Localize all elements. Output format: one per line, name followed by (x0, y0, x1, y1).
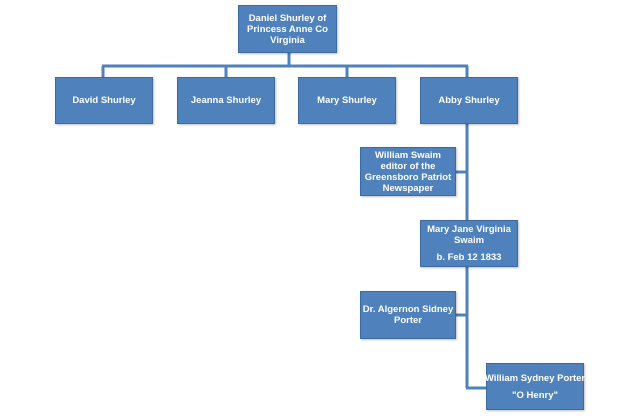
node-jeanna-shurley: Jeanna Shurley (177, 77, 275, 124)
node-text: Daniel Shurley of (248, 12, 327, 24)
node-william-swaim: William Swaim editor of the Greensboro P… (360, 147, 456, 196)
node-text: Abby Shurley (438, 95, 500, 106)
node-text: William Swaim (375, 149, 441, 161)
node-algernon-sidney-porter: Dr. Algernon Sidney Porter (360, 291, 456, 339)
node-william-sydney-porter: William Sydney Porter "O Henry" (484, 363, 586, 410)
node-daniel-shurley: Daniel Shurley of Princess Anne Co Virgi… (238, 5, 337, 53)
node-text: Swaim (453, 235, 485, 246)
node-text: Princess Anne Co (247, 23, 328, 35)
node-text: "O Henry" (512, 389, 558, 401)
node-text: Porter (394, 315, 422, 326)
node-text: Newspaper (382, 182, 434, 194)
node-text: Virginia (270, 34, 305, 46)
node-text: David Shurley (72, 95, 136, 106)
node-abby-shurley: Abby Shurley (420, 77, 518, 124)
node-text: Jeanna Shurley (190, 95, 262, 106)
node-text: Dr. Algernon Sidney (362, 304, 454, 315)
node-david-shurley: David Shurley (55, 77, 153, 124)
node-text: Mary Shurley (317, 95, 377, 106)
node-text: Mary Jane Virginia (427, 224, 511, 235)
node-mary-shurley: Mary Shurley (298, 77, 396, 124)
node-text: Greensboro Patriot (364, 171, 452, 183)
node-text: William Sydney Porter (484, 372, 586, 384)
node-text: b. Feb 12 1833 (436, 252, 502, 263)
node-mary-jane-virginia-swaim: Mary Jane Virginia Swaim b. Feb 12 1833 (420, 220, 518, 267)
node-text: editor of the (380, 160, 436, 172)
